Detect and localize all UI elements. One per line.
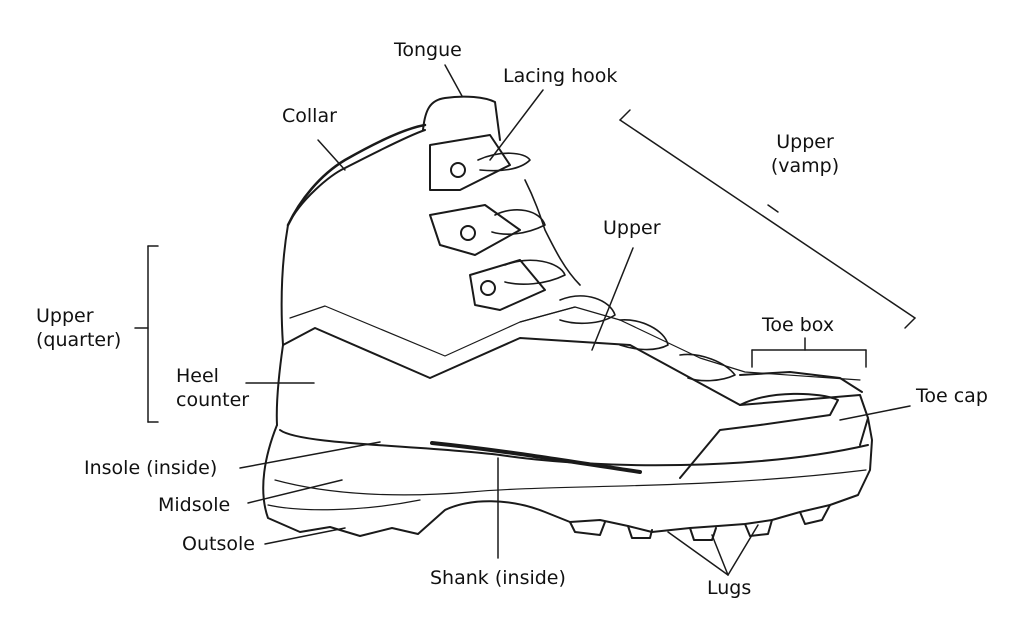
- outsole-upper-line: [267, 499, 421, 511]
- label-lacing-hook: Lacing hook: [503, 65, 618, 87]
- label-insole: Insole (inside): [84, 457, 218, 479]
- label-upper-quarter-line1: Upper: [36, 305, 94, 327]
- label-upper-quarter-line2: (quarter): [36, 329, 122, 351]
- collar-shape: [286, 123, 427, 227]
- label-heel-counter: Heel counter: [176, 364, 249, 412]
- shank-line: [430, 441, 642, 474]
- label-collar: Collar: [282, 105, 337, 127]
- label-lugs: Lugs: [707, 577, 752, 599]
- label-upper-vamp-line2: (vamp): [770, 155, 840, 177]
- label-upper-vamp: Upper (vamp): [770, 130, 840, 178]
- label-tongue: Tongue: [394, 39, 462, 61]
- label-toe-box: Toe box: [762, 314, 835, 336]
- upper-quarter-line: [289, 305, 576, 357]
- midsole-shape: [279, 429, 869, 467]
- label-heel-counter-line1: Heel: [176, 365, 219, 387]
- vamp-to-toe: [739, 371, 863, 393]
- label-heel-counter-line2: counter: [176, 389, 250, 411]
- heel-counter-back: [275, 344, 284, 426]
- label-upper-quarter: Upper (quarter): [36, 304, 121, 352]
- midsole-lower-line: [274, 469, 867, 496]
- label-outsole: Outsole: [182, 533, 255, 555]
- label-upper: Upper: [603, 217, 661, 239]
- leader-lines: [134, 64, 916, 576]
- label-midsole: Midsole: [158, 494, 231, 516]
- label-toe-cap: Toe cap: [916, 385, 988, 407]
- label-upper-vamp-line1: Upper: [776, 131, 834, 153]
- toe-cap-shape: [679, 392, 839, 479]
- laces: [477, 152, 736, 382]
- heel-counter-shape: [282, 327, 869, 446]
- lugs-shapes: [569, 504, 831, 541]
- upper-shaft: [280, 129, 426, 346]
- label-shank: Shank (inside): [430, 567, 566, 589]
- outsole-shape: [262, 417, 873, 537]
- tongue-shape: [422, 95, 501, 141]
